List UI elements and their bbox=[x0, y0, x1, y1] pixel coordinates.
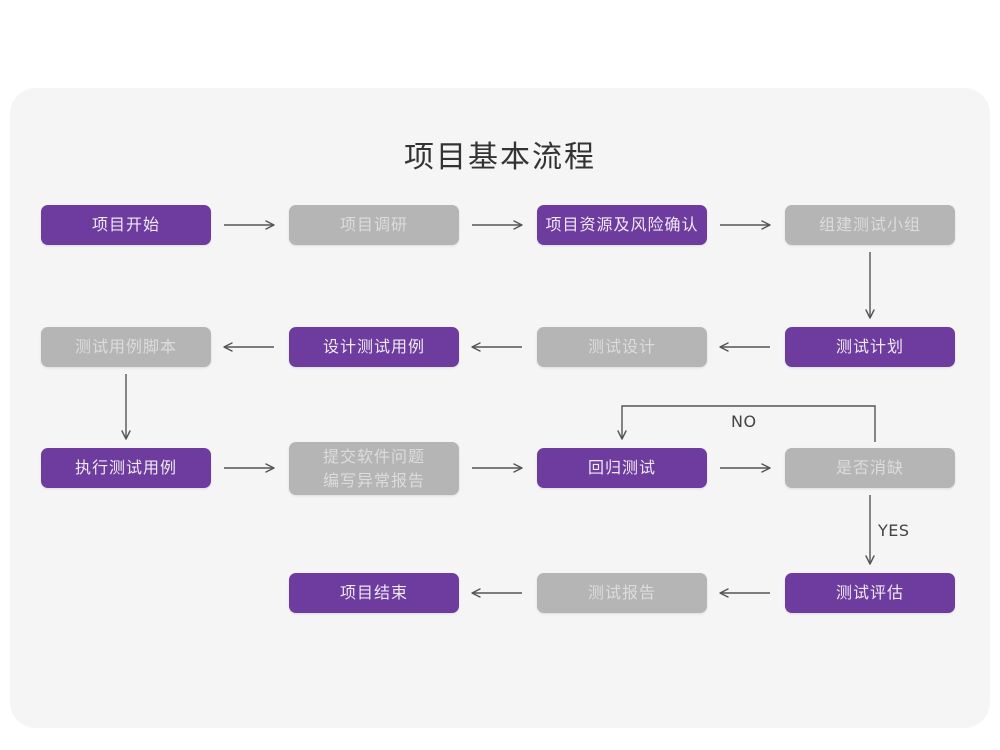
node-regression-test[interactable]: 回归测试 bbox=[537, 448, 707, 488]
page-title: 项目基本流程 bbox=[404, 140, 596, 175]
node-build-test-team[interactable]: 组建测试小组 bbox=[785, 205, 955, 245]
node-resource-risk-confirm[interactable]: 项目资源及风险确认 bbox=[537, 205, 707, 245]
node-test-case-script[interactable]: 测试用例脚本 bbox=[41, 327, 211, 367]
node-test-report[interactable]: 测试报告 bbox=[537, 573, 707, 613]
node-project-start[interactable]: 项目开始 bbox=[41, 205, 211, 245]
diagram-card bbox=[10, 88, 990, 728]
node-project-research[interactable]: 项目调研 bbox=[289, 205, 459, 245]
node-test-plan[interactable]: 测试计划 bbox=[785, 327, 955, 367]
node-design-test-case[interactable]: 设计测试用例 bbox=[289, 327, 459, 367]
node-submit-issue-report[interactable]: 提交软件问题 编写异常报告 bbox=[289, 442, 459, 495]
node-project-end[interactable]: 项目结束 bbox=[289, 573, 459, 613]
node-defect-resolved[interactable]: 是否消缺 bbox=[785, 448, 955, 488]
node-test-evaluation[interactable]: 测试评估 bbox=[785, 573, 955, 613]
node-execute-test-case[interactable]: 执行测试用例 bbox=[41, 448, 211, 488]
edge-label-yes: YES bbox=[878, 521, 910, 540]
edge-label-no: NO bbox=[731, 412, 757, 431]
node-test-design[interactable]: 测试设计 bbox=[537, 327, 707, 367]
